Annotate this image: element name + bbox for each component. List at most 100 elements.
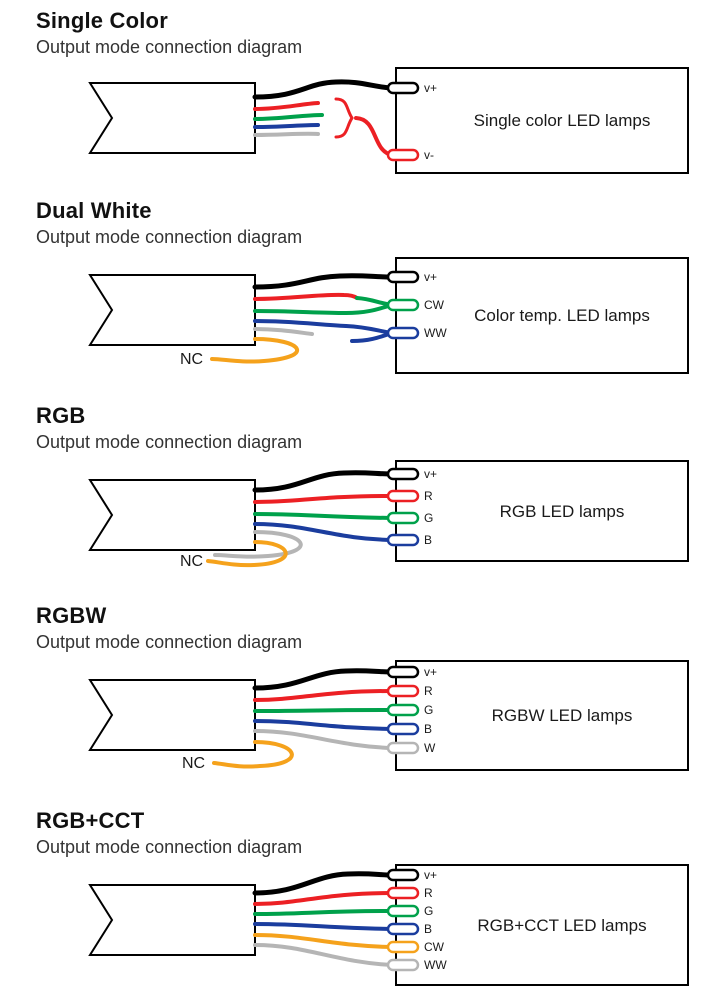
diagram-rgbw: RGBW LED lamps NC v+ R G B W <box>88 660 689 772</box>
terminal-label-b: B <box>424 533 432 547</box>
section-title: RGB <box>36 403 86 428</box>
wire-g-green <box>253 708 394 713</box>
terminal-label-b: B <box>424 922 432 936</box>
nc-label: NC <box>180 553 203 570</box>
terminal-vminus <box>386 148 420 162</box>
wire-r-red <box>253 689 394 702</box>
led-lamp-box <box>395 67 689 174</box>
wire-cw-orange <box>253 933 394 949</box>
terminal-ww <box>386 326 420 340</box>
wire-nc-orange <box>210 337 300 364</box>
wire-vplus-black <box>252 79 395 100</box>
terminal-label-g: G <box>424 511 433 525</box>
cable <box>88 884 256 956</box>
led-lamp-label: Single color LED lamps <box>474 111 651 130</box>
diagram-single-color: Single color LED lamps v+ v- <box>88 67 689 174</box>
wire-blue <box>253 319 348 328</box>
led-lamp-label: RGB+CCT LED lamps <box>477 916 646 935</box>
cable <box>88 679 256 751</box>
terminal-label-g: G <box>424 904 433 918</box>
cable <box>88 82 256 154</box>
fork-cw-lower <box>344 303 394 315</box>
nc-label: NC <box>180 351 203 368</box>
terminal-b <box>386 722 420 736</box>
section-subtitle: Output mode connection diagram <box>36 632 303 652</box>
led-lamp-box <box>395 864 689 986</box>
wire-r-red <box>253 494 394 504</box>
diagram-dual-white: Color temp. LED lamps NC v+ CW WW <box>88 257 689 374</box>
section-rgbw: RGBW Output mode connection diagram RGBW… <box>0 603 705 788</box>
wire-stub-red <box>253 101 320 111</box>
terminal-label-cw: CW <box>424 298 445 312</box>
diagram-rgb: RGB LED lamps NC v+ R G B <box>88 460 689 570</box>
section-title: RGB+CCT <box>36 808 145 833</box>
section-rgb: RGB Output mode connection diagram RGB L… <box>0 403 705 583</box>
diagram-rgb-cct: RGB+CCT LED lamps v+ R G B CW WW <box>88 864 689 986</box>
terminal-label-w: W <box>424 741 436 755</box>
terminal-b <box>386 533 420 547</box>
terminal-r <box>386 684 420 698</box>
wire-vplus-black <box>252 470 395 493</box>
section-title: Single Color <box>36 8 168 33</box>
led-lamp-label: RGBW LED lamps <box>492 706 633 725</box>
terminal-label-vplus: v+ <box>424 270 437 284</box>
terminal-vplus <box>386 81 420 95</box>
terminal-label-g: G <box>424 703 433 717</box>
terminal-label-vplus: v+ <box>424 868 437 882</box>
section-subtitle: Output mode connection diagram <box>36 837 303 857</box>
cable <box>88 479 256 551</box>
wire-b-blue <box>253 522 394 542</box>
terminal-label-vplus: v+ <box>424 665 437 679</box>
wire-vplus-black <box>252 273 395 290</box>
terminal-label-ww: WW <box>424 326 447 340</box>
wire-nc-orange <box>212 740 294 769</box>
wire-r-red <box>253 891 394 906</box>
led-lamp-label: Color temp. LED lamps <box>474 306 650 325</box>
led-lamp-box <box>395 460 689 562</box>
wire-stub-green <box>253 113 324 121</box>
wire-stub-gray <box>253 327 314 336</box>
wire-b-blue <box>253 922 394 931</box>
wire-green <box>253 309 348 315</box>
section-single-color: Single Color Output mode connection diag… <box>0 8 705 178</box>
terminal-label-ww: WW <box>424 958 447 972</box>
terminal-r <box>386 886 420 900</box>
terminal-label-cw: CW <box>424 940 445 954</box>
wire-ww-gray <box>253 943 394 967</box>
terminal-cw <box>386 298 420 312</box>
terminal-g <box>386 904 420 918</box>
terminal-label-vplus: v+ <box>424 81 437 95</box>
fork-ww-lower <box>350 331 394 343</box>
wire-vminus-red <box>354 116 394 157</box>
cable <box>88 274 256 346</box>
bundle-brace <box>334 97 354 139</box>
terminal-g <box>386 703 420 717</box>
wire-nc-orange <box>206 540 288 568</box>
fork-cw-upper <box>355 296 394 307</box>
terminal-cw <box>386 940 420 954</box>
wire-nc-gray <box>213 530 303 559</box>
terminal-label-b: B <box>424 722 432 736</box>
terminal-vplus <box>386 270 420 284</box>
terminal-w <box>386 741 420 755</box>
fork-ww-upper <box>344 324 394 335</box>
section-rgb-cct: RGB+CCT Output mode connection diagram R… <box>0 808 705 993</box>
led-lamp-label: RGB LED lamps <box>500 502 625 521</box>
terminal-r <box>386 489 420 503</box>
terminal-vplus <box>386 665 420 679</box>
section-title: Dual White <box>36 198 152 223</box>
section-dual-white: Dual White Output mode connection diagra… <box>0 198 705 383</box>
terminal-g <box>386 511 420 525</box>
terminal-label-r: R <box>424 489 433 503</box>
wire-red <box>253 292 359 301</box>
wire-vplus-black <box>252 668 395 691</box>
wire-vplus-black <box>252 871 395 896</box>
wire-w-gray <box>253 729 394 750</box>
terminal-vplus <box>386 868 420 882</box>
section-title: RGBW <box>36 603 107 628</box>
wire-stub-gray <box>253 131 320 137</box>
wire-g-green <box>253 909 394 916</box>
terminal-label-r: R <box>424 886 433 900</box>
wire-g-green <box>253 512 394 520</box>
